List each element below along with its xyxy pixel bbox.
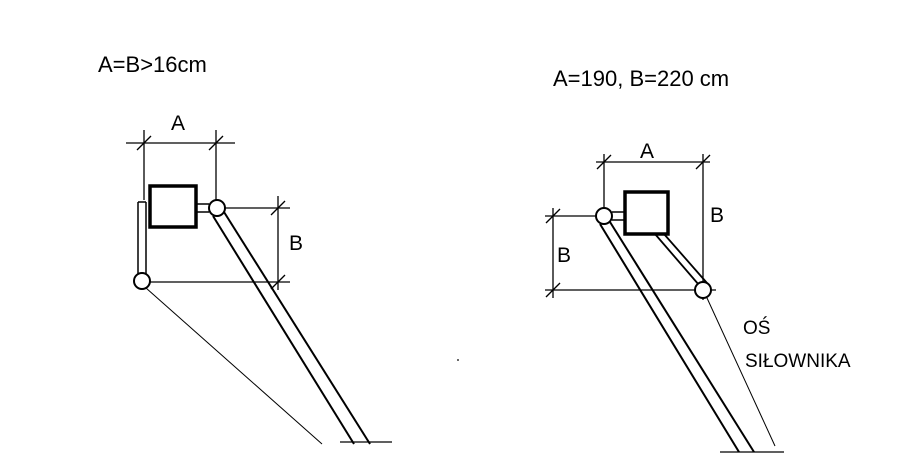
- right-pivot-top: [595, 207, 613, 225]
- left-actuator-box: [148, 184, 198, 229]
- right-arm: [599, 221, 784, 453]
- right-pivot-bottom: [694, 281, 712, 299]
- left-pivot-top: [208, 199, 226, 217]
- left-vertical-link: [137, 201, 147, 276]
- right-dimension-b-left: B: [545, 208, 716, 298]
- left-pivot-bottom: [133, 272, 151, 290]
- right-dim-b-right-label: B: [710, 204, 724, 227]
- right-diagram: A=190, B=220 cm A B B: [545, 66, 851, 453]
- right-axis-label-line2: SIŁOWNIKA: [745, 351, 851, 372]
- stray-dot: [457, 359, 459, 361]
- left-dimension-a: A: [126, 112, 235, 200]
- left-title: A=B>16cm: [98, 52, 207, 77]
- right-dimension-a: A: [596, 140, 711, 300]
- left-dim-b-label: B: [289, 232, 303, 255]
- right-short-link: [654, 233, 708, 286]
- right-axis-label-line1: OŚ: [743, 317, 770, 339]
- right-title: A=190, B=220 cm: [553, 66, 729, 91]
- left-arm: [212, 211, 392, 445]
- right-actuator-box: [623, 190, 670, 236]
- left-thin-line: [145, 287, 323, 445]
- left-connector-rod: [196, 203, 209, 213]
- left-dim-a-label: A: [171, 112, 185, 135]
- left-dimension-b: B: [142, 196, 303, 290]
- right-dim-a-label: A: [640, 140, 654, 163]
- right-connector-rod: [612, 211, 625, 221]
- left-diagram: A=B>16cm A B: [98, 52, 392, 445]
- right-dim-b-left-label: B: [557, 244, 571, 267]
- right-actuator-axis-line: [706, 297, 776, 447]
